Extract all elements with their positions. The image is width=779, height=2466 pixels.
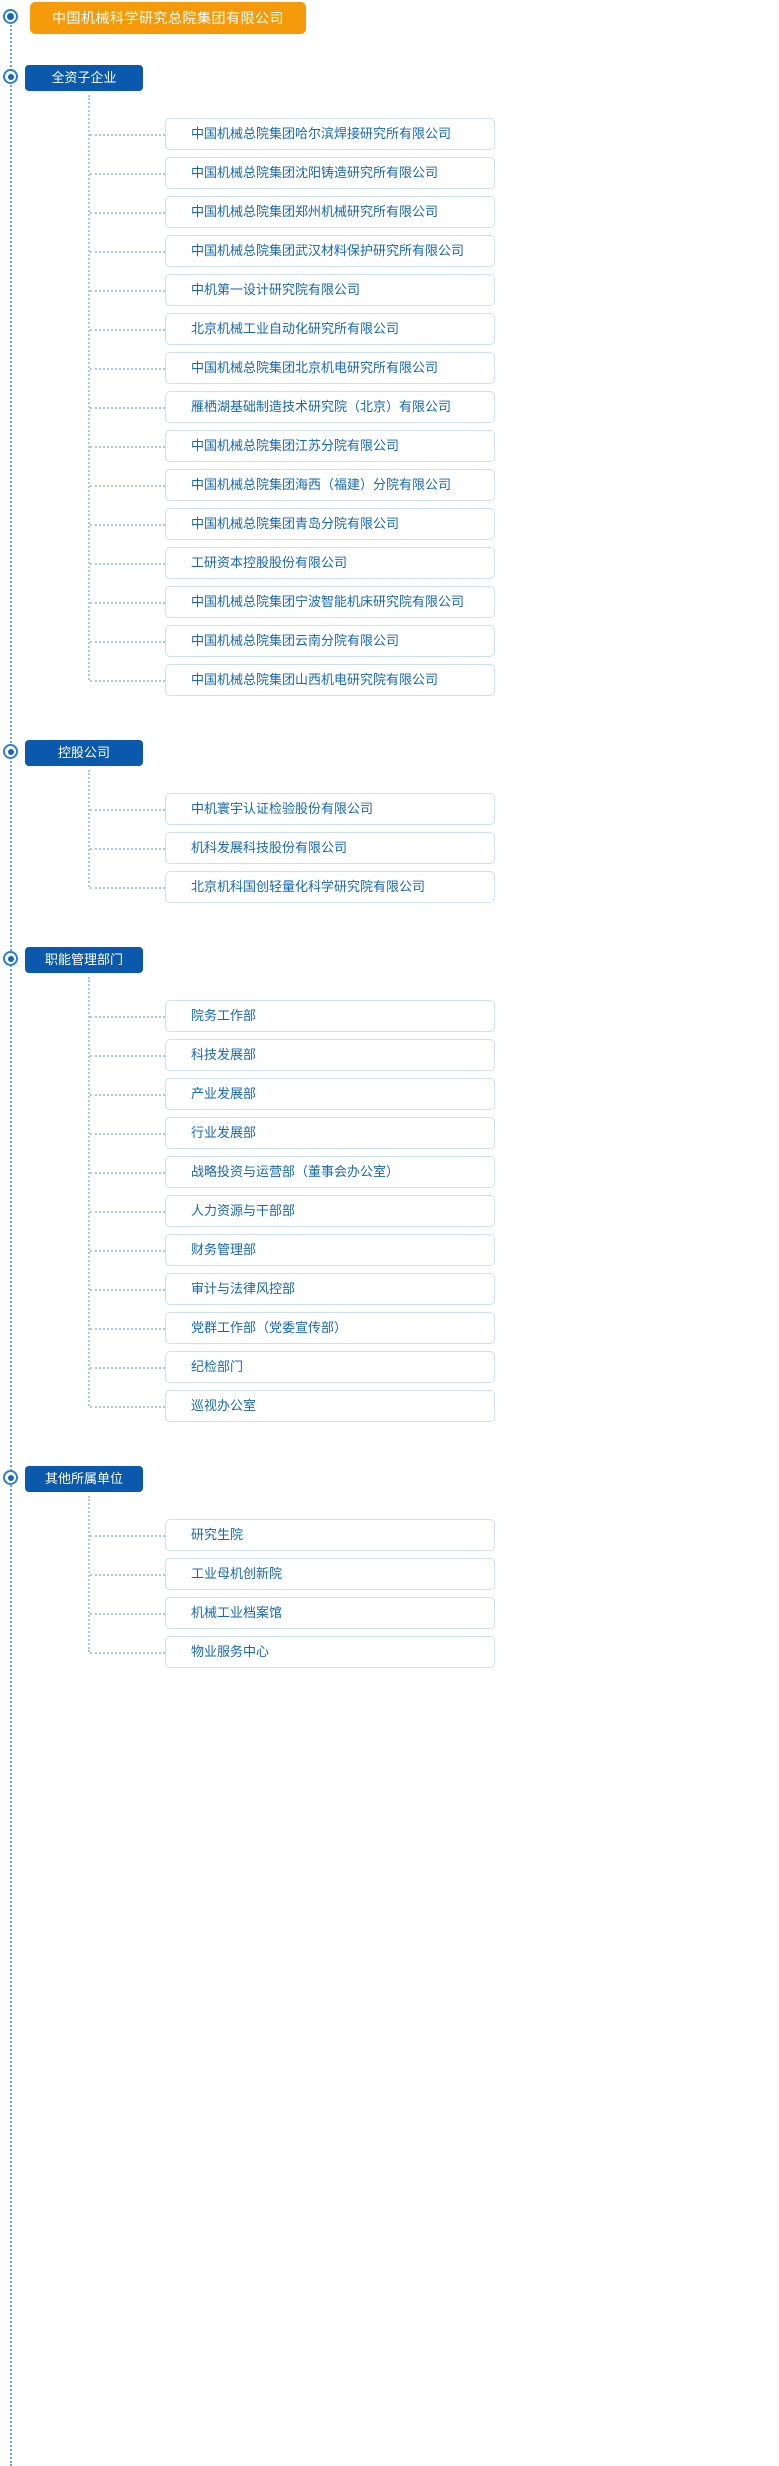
connector-line (90, 680, 165, 682)
spine-bullet-0 (3, 69, 18, 84)
item-box[interactable]: 科技发展部 (165, 1039, 495, 1071)
connector-line (90, 485, 165, 487)
connector-line (90, 641, 165, 643)
connector-line (90, 251, 165, 253)
item-box[interactable]: 中国机械总院集团云南分院有限公司 (165, 625, 495, 657)
branch-line-1 (88, 770, 90, 887)
item-box[interactable]: 产业发展部 (165, 1078, 495, 1110)
connector-line (90, 290, 165, 292)
connector-line (90, 212, 165, 214)
connector-line (90, 1535, 165, 1537)
item-box[interactable]: 纪检部门 (165, 1351, 495, 1383)
branch-line-2 (88, 977, 90, 1406)
connector-line (90, 809, 165, 811)
connector-line (90, 1133, 165, 1135)
item-box[interactable]: 人力资源与干部部 (165, 1195, 495, 1227)
spine-bullet-root (3, 9, 18, 24)
item-box[interactable]: 战略投资与运营部（董事会办公室） (165, 1156, 495, 1188)
item-box[interactable]: 工业母机创新院 (165, 1558, 495, 1590)
spine-bullet-1 (3, 744, 18, 759)
connector-line (90, 1574, 165, 1576)
connector-line (90, 446, 165, 448)
item-box[interactable]: 中国机械总院集团哈尔滨焊接研究所有限公司 (165, 118, 495, 150)
item-box[interactable]: 中国机械总院集团宁波智能机床研究院有限公司 (165, 586, 495, 618)
item-box[interactable]: 财务管理部 (165, 1234, 495, 1266)
item-box[interactable]: 中国机械总院集团北京机电研究所有限公司 (165, 352, 495, 384)
connector-line (90, 134, 165, 136)
connector-line (90, 887, 165, 889)
item-box[interactable]: 研究生院 (165, 1519, 495, 1551)
connector-line (90, 1406, 165, 1408)
section-header-3[interactable]: 其他所属单位 (25, 1466, 143, 1492)
item-box[interactable]: 北京机科国创轻量化科学研究院有限公司 (165, 871, 495, 903)
connector-line (90, 368, 165, 370)
connector-line (90, 1016, 165, 1018)
connector-line (90, 1211, 165, 1213)
item-box[interactable]: 中国机械总院集团青岛分院有限公司 (165, 508, 495, 540)
connector-line (90, 602, 165, 604)
item-box[interactable]: 中国机械总院集团海西（福建）分院有限公司 (165, 469, 495, 501)
connector-line (90, 1055, 165, 1057)
root-node[interactable]: 中国机械科学研究总院集团有限公司 (30, 2, 306, 34)
item-box[interactable]: 巡视办公室 (165, 1390, 495, 1422)
connector-line (90, 1367, 165, 1369)
item-box[interactable]: 中国机械总院集团郑州机械研究所有限公司 (165, 196, 495, 228)
connector-line (90, 173, 165, 175)
item-box[interactable]: 机科发展科技股份有限公司 (165, 832, 495, 864)
item-box[interactable]: 雁栖湖基础制造技术研究院（北京）有限公司 (165, 391, 495, 423)
spine-bullet-3 (3, 1470, 18, 1485)
section-header-1[interactable]: 控股公司 (25, 740, 143, 766)
item-box[interactable]: 审计与法律风控部 (165, 1273, 495, 1305)
connector-line (90, 1289, 165, 1291)
main-spine (10, 18, 12, 2466)
item-box[interactable]: 中国机械总院集团江苏分院有限公司 (165, 430, 495, 462)
branch-line-0 (88, 95, 90, 680)
item-box[interactable]: 工研资本控股股份有限公司 (165, 547, 495, 579)
connector-line (90, 329, 165, 331)
item-box[interactable]: 物业服务中心 (165, 1636, 495, 1668)
connector-line (90, 1328, 165, 1330)
item-box[interactable]: 中国机械总院集团武汉材料保护研究所有限公司 (165, 235, 495, 267)
item-box[interactable]: 中国机械总院集团沈阳铸造研究所有限公司 (165, 157, 495, 189)
item-box[interactable]: 机械工业档案馆 (165, 1597, 495, 1629)
connector-line (90, 1652, 165, 1654)
item-box[interactable]: 行业发展部 (165, 1117, 495, 1149)
item-box[interactable]: 北京机械工业自动化研究所有限公司 (165, 313, 495, 345)
spine-bullet-2 (3, 951, 18, 966)
section-header-2[interactable]: 职能管理部门 (25, 947, 143, 973)
branch-line-3 (88, 1496, 90, 1652)
connector-line (90, 563, 165, 565)
item-box[interactable]: 党群工作部（党委宣传部） (165, 1312, 495, 1344)
item-box[interactable]: 院务工作部 (165, 1000, 495, 1032)
connector-line (90, 848, 165, 850)
connector-line (90, 1250, 165, 1252)
item-box[interactable]: 中机第一设计研究院有限公司 (165, 274, 495, 306)
connector-line (90, 524, 165, 526)
connector-line (90, 1172, 165, 1174)
connector-line (90, 1094, 165, 1096)
section-header-0[interactable]: 全资子企业 (25, 65, 143, 91)
item-box[interactable]: 中机寰宇认证检验股份有限公司 (165, 793, 495, 825)
connector-line (90, 1613, 165, 1615)
item-box[interactable]: 中国机械总院集团山西机电研究院有限公司 (165, 664, 495, 696)
connector-line (90, 407, 165, 409)
